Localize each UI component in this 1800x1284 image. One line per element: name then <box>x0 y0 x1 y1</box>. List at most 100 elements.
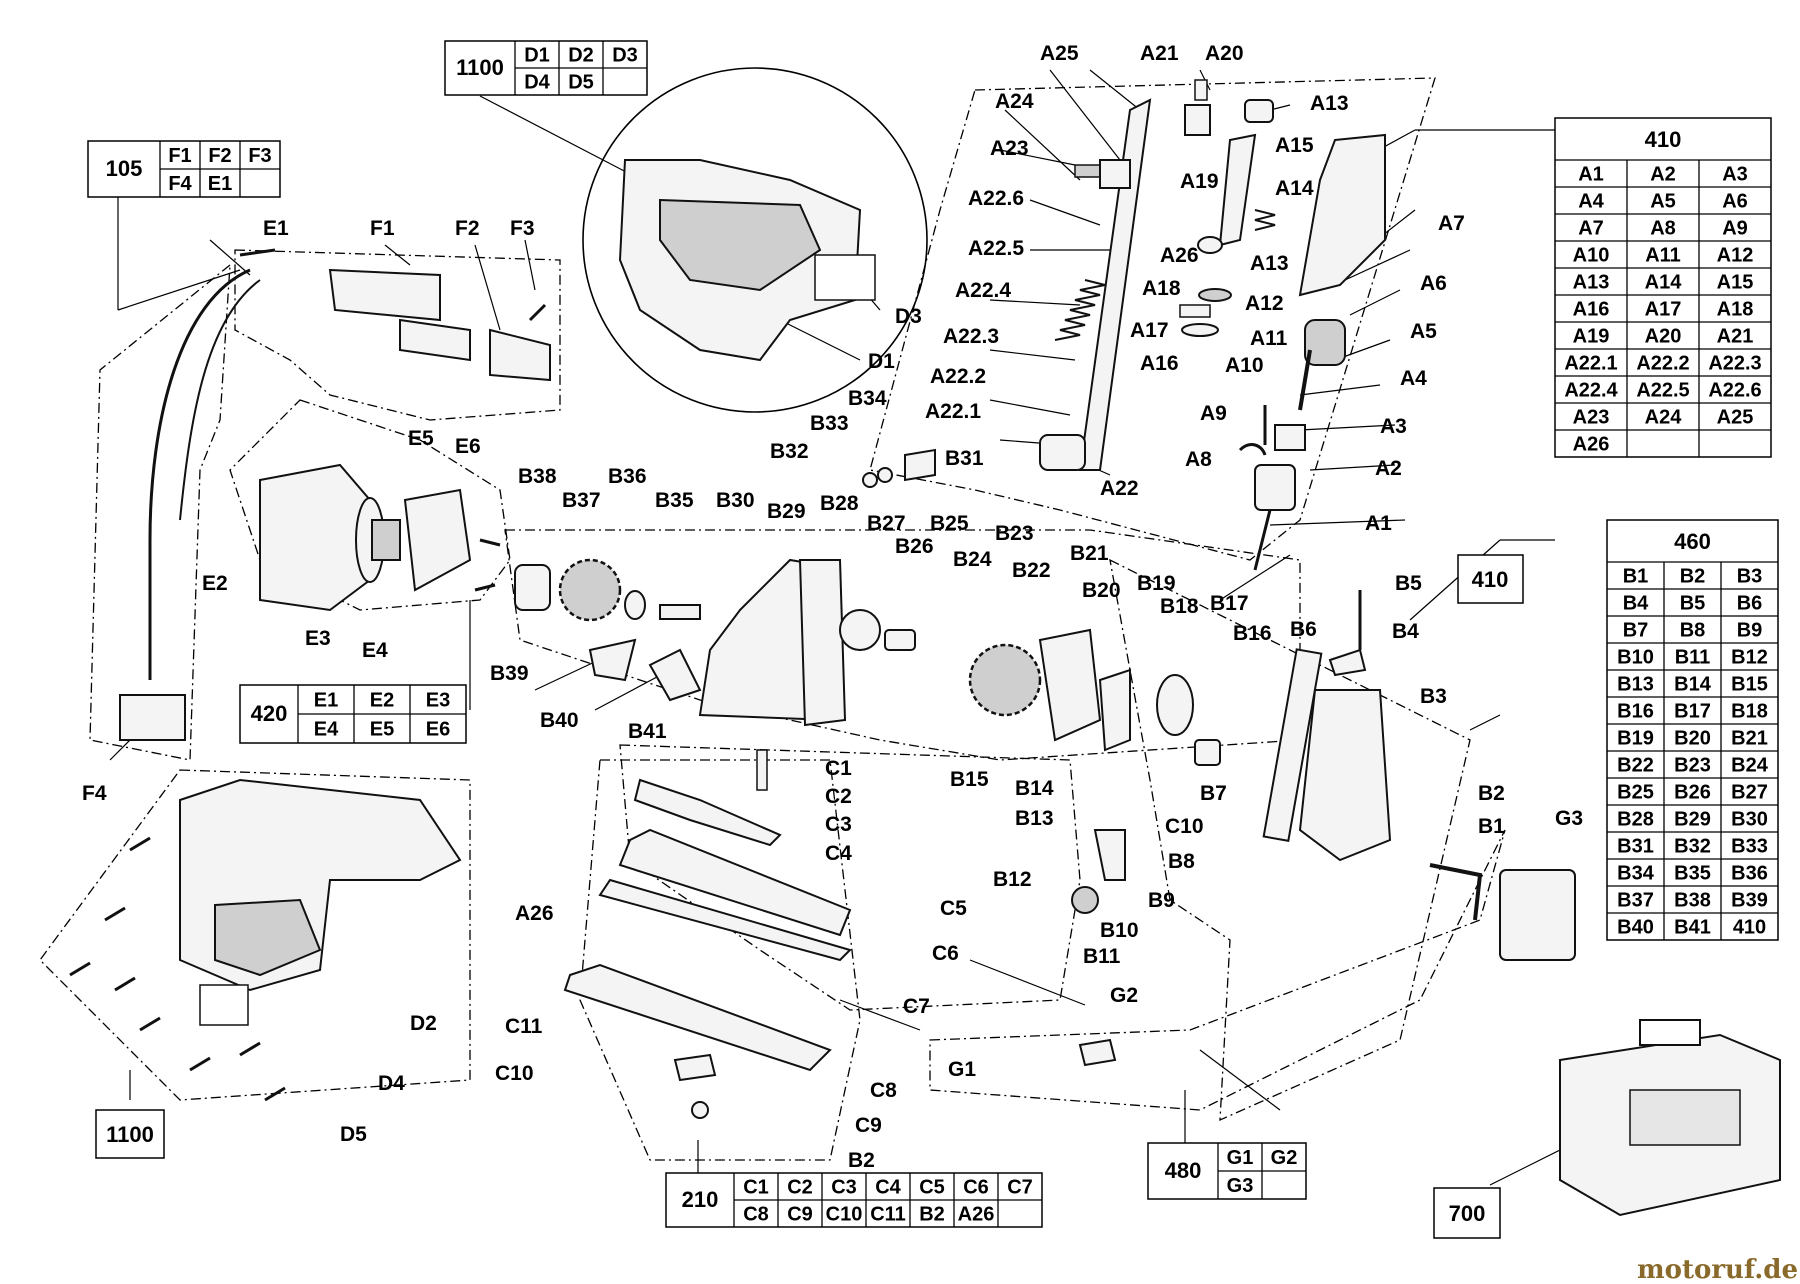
table-cell: A9 <box>1722 218 1748 240</box>
table-cell: C10 <box>826 1204 863 1226</box>
label-e5: E5 <box>408 427 434 450</box>
table-t480-key: 480 <box>1165 1158 1202 1183</box>
label-d3: D3 <box>895 305 922 328</box>
label-b11: B11 <box>1083 945 1121 968</box>
label-e4: E4 <box>362 639 388 662</box>
table-cell: E1 <box>314 690 338 712</box>
label-a19: A19 <box>1180 170 1219 193</box>
label-b40: B40 <box>540 709 579 732</box>
b4-clip <box>1328 648 1367 677</box>
table-t420-key: 420 <box>251 701 288 726</box>
label-g1: G1 <box>948 1058 976 1081</box>
e5-end-cap <box>403 488 472 592</box>
table-cell: G3 <box>1227 1175 1254 1197</box>
table-cell: C3 <box>831 1177 857 1199</box>
table-cell: A2 <box>1650 164 1676 186</box>
table-cell: B38 <box>1674 890 1711 912</box>
table-cell: F2 <box>208 145 231 167</box>
table-cell: C8 <box>743 1204 769 1226</box>
label-a22-5: A22.5 <box>968 237 1024 260</box>
label-a24: A24 <box>995 90 1034 113</box>
table-cell: B14 <box>1674 674 1712 696</box>
a11-rod <box>1298 349 1312 411</box>
b38-bushing <box>514 564 551 611</box>
table-cell: A26 <box>1573 434 1610 456</box>
table-cell: B9 <box>1737 620 1763 642</box>
table-cell: A17 <box>1645 299 1682 321</box>
box-1100: 1100 <box>95 1109 165 1159</box>
table-cell: D3 <box>612 45 638 67</box>
table-cell: F1 <box>168 145 191 167</box>
label-e2: E2 <box>202 572 228 595</box>
b40-wedge <box>648 648 702 702</box>
a22-1-bushing <box>1039 434 1086 471</box>
table-cell: 410 <box>1733 917 1766 939</box>
table-cell: B34 <box>1617 863 1655 885</box>
table-cell: G1 <box>1227 1147 1254 1169</box>
table-cell: A16 <box>1573 299 1610 321</box>
part-labels: A25 A21 A20 A24 A13 A23 A15 A19 A14 A22.… <box>82 42 1583 1172</box>
b7-bushing <box>1194 739 1221 766</box>
table-cell: G2 <box>1271 1147 1298 1169</box>
table-cell: B11 <box>1675 647 1711 669</box>
b20-gear-plate <box>1038 628 1102 742</box>
table-cell: B35 <box>1674 863 1711 885</box>
table-cell: F4 <box>168 173 192 195</box>
e4-pinion <box>371 519 401 561</box>
c-spring-arm <box>633 778 782 847</box>
table-cell: B30 <box>1731 809 1768 831</box>
table-cell: A22.4 <box>1564 380 1618 402</box>
label-c10: C10 <box>495 1062 534 1085</box>
table-t210-key: 210 <box>682 1187 719 1212</box>
table-cell: B17 <box>1674 701 1711 723</box>
table-cell: B2 <box>919 1204 945 1226</box>
table-cell: E6 <box>426 719 450 741</box>
f2-switch <box>489 328 551 382</box>
label-c1: C1 <box>825 757 852 780</box>
label-d2: D2 <box>410 1012 437 1035</box>
label-a12: A12 <box>1245 292 1284 315</box>
label-e3: E3 <box>305 627 331 650</box>
label-a25: A25 <box>1040 42 1079 65</box>
table-cell: A10 <box>1573 245 1610 267</box>
table-cell: B8 <box>1680 620 1706 642</box>
table-cell: E1 <box>208 173 232 195</box>
label-a10: A10 <box>1225 354 1264 377</box>
label-a22-3: A22.3 <box>943 325 999 348</box>
a16-washer <box>1181 323 1219 337</box>
label-b33: B33 <box>810 412 849 435</box>
label-b5: B5 <box>1395 572 1422 595</box>
label-c3: C3 <box>825 813 852 836</box>
label-a14: A14 <box>1275 177 1314 200</box>
table-cell: C11 <box>870 1204 906 1226</box>
table-cell: C4 <box>875 1177 901 1199</box>
table-cell: B27 <box>1731 782 1768 804</box>
d4-label-plate <box>199 984 249 1026</box>
box-700-text: 700 <box>1449 1201 1486 1226</box>
a22-guide-rod <box>1078 98 1152 471</box>
table-cell: B25 <box>1617 782 1654 804</box>
label-a18: A18 <box>1142 277 1181 300</box>
d1-housing-callout-circle <box>582 67 928 413</box>
table-cell: E5 <box>370 719 394 741</box>
f1-bracket <box>399 318 471 362</box>
box-700: 700 <box>1433 1187 1501 1239</box>
a6-sleeve <box>1304 319 1346 366</box>
f3-pin <box>528 303 547 322</box>
table-cell: A24 <box>1645 407 1683 429</box>
table-cell: C5 <box>919 1177 945 1199</box>
table-cell: E4 <box>314 719 339 741</box>
label-f1: F1 <box>370 217 395 240</box>
label-b20: B20 <box>1082 579 1121 602</box>
label-b12: B12 <box>993 868 1032 891</box>
b32-roller <box>862 472 878 488</box>
f1-cable <box>148 268 251 680</box>
table-cell: A18 <box>1717 299 1754 321</box>
table-cell: D4 <box>524 72 550 94</box>
label-b3: B3 <box>1420 685 1447 708</box>
